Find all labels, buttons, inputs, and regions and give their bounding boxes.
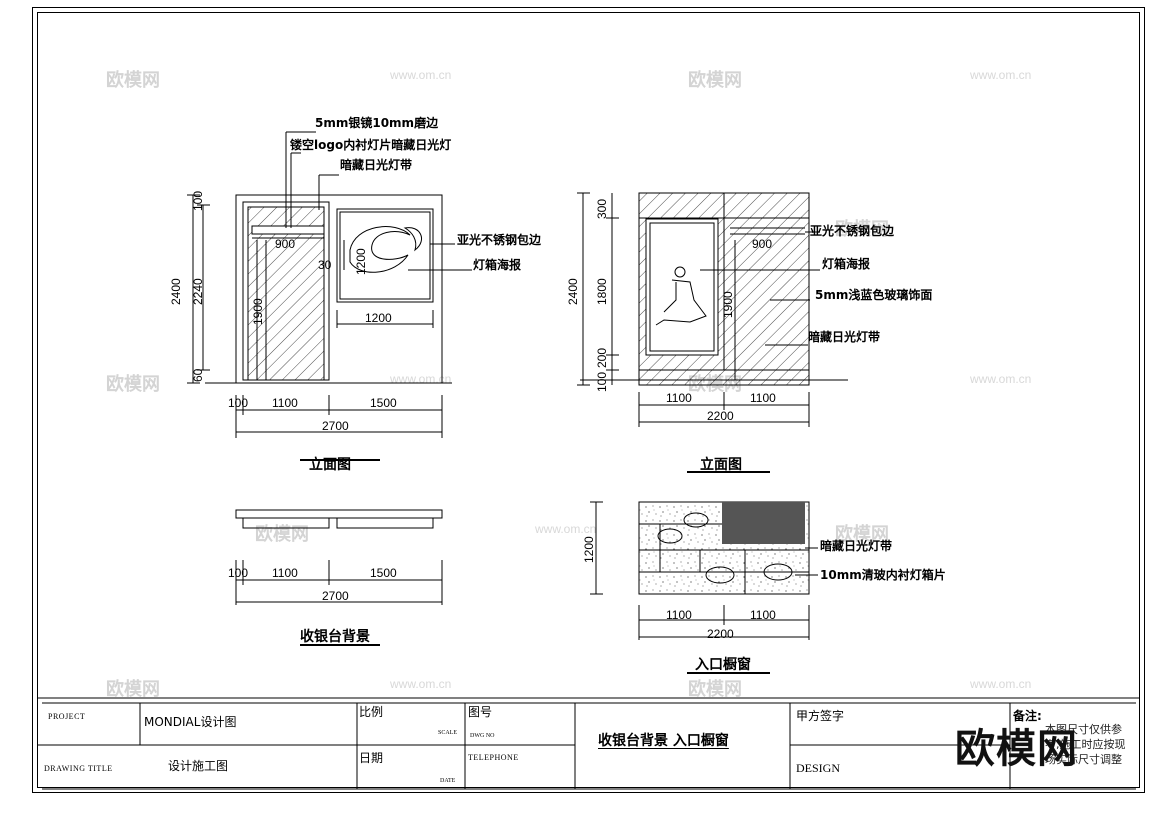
dim-1800: 1800: [595, 278, 609, 305]
dim-b1100b: 1100: [750, 391, 776, 405]
dim-b1100a: 1100: [666, 391, 692, 405]
remarks-text: 本图尺寸仅供参考,施工时应按现场实际尺寸调整: [1045, 723, 1126, 766]
dim-b1100a: 1100: [666, 608, 692, 622]
sheet-border-inner: [37, 12, 1140, 788]
dim-b1500: 1500: [370, 566, 397, 580]
dim-900: 900: [275, 237, 296, 251]
callout-mirror: 5mm银镜10mm磨边: [315, 116, 439, 130]
callout-led-strip: 暗藏日光灯带: [820, 539, 893, 553]
callout-steel-edge: 亚光不锈钢包边: [457, 233, 542, 247]
client-sign-label: 甲方签字: [796, 709, 845, 723]
scale-en: SCALE: [438, 730, 458, 736]
telephone-label: TELEPHONE: [468, 753, 519, 762]
dim-b100: 100: [228, 566, 249, 580]
watermark: 欧模网: [688, 70, 742, 91]
view-title: 收银台背景: [300, 629, 370, 645]
dwg-en: DWG NO: [470, 733, 495, 739]
dim-300: 300: [595, 198, 609, 219]
dim-b1500: 1500: [370, 396, 397, 410]
dim-b100: 100: [228, 396, 249, 410]
dim-100: 100: [595, 371, 609, 392]
callout-led-strip: 暗藏日光灯带: [808, 330, 881, 344]
sheet-title: 收银台背景 入口橱窗: [598, 733, 729, 749]
dim-100: 100: [191, 190, 205, 211]
dim-60: 60: [191, 368, 205, 382]
project-value: MONDIAL设计图: [144, 715, 237, 729]
right-plan: [590, 501, 818, 674]
watermark: 欧模网: [255, 524, 309, 545]
callout-glass-lightbox: 10mm清玻内衬灯箱片: [820, 568, 946, 582]
dim-b1100: 1100: [272, 566, 298, 580]
watermark-url: www.om.cn: [535, 522, 597, 536]
view-title: 立面图: [309, 457, 351, 473]
brand-logo: 欧模网: [955, 726, 1078, 772]
date-label: 日期: [359, 751, 384, 765]
scale-label: 比例: [359, 705, 384, 719]
view-title: 入口橱窗: [695, 657, 751, 673]
dim-1900: 1900: [721, 291, 735, 318]
dim-2400: 2400: [169, 278, 183, 305]
dim-b2700: 2700: [322, 419, 349, 433]
dim-b2200: 2200: [707, 409, 734, 423]
watermark: 欧模网: [835, 219, 889, 240]
watermark-url: www.om.cn: [390, 68, 452, 82]
view-title: 立面图: [700, 457, 742, 473]
dwg-label: 图号: [468, 705, 493, 719]
watermark: 欧模网: [835, 524, 889, 545]
left-elevation: [187, 131, 472, 461]
watermark: 欧模网: [106, 374, 160, 395]
dim-b1100: 1100: [272, 396, 298, 410]
dim-b2200: 2200: [707, 627, 734, 641]
left-plan: [235, 509, 443, 646]
dim-200: 200: [595, 347, 609, 368]
callout-steel-edge: 亚光不锈钢包边: [810, 224, 895, 238]
project-label: PROJECT: [48, 712, 86, 721]
dim-1900: 1900: [251, 298, 265, 325]
callout-logo: 镂空logo内衬灯片暗藏日光灯: [290, 138, 452, 152]
dim-1200-h: 1200: [354, 248, 368, 275]
title-block-lines: [37, 697, 1140, 790]
dim-b2700: 2700: [322, 589, 349, 603]
dim-2400: 2400: [566, 278, 580, 305]
dim-30: 30: [318, 258, 332, 272]
dim-2240: 2240: [191, 278, 205, 305]
dim-b1100b: 1100: [750, 608, 776, 622]
dim-1200-w: 1200: [365, 311, 392, 325]
sheet-border-outer: [32, 7, 1145, 793]
date-en: DATE: [440, 778, 456, 784]
drawing-title-label: DRAWING TITLE: [44, 764, 113, 773]
callout-lightbox: 灯箱海报: [473, 258, 522, 272]
watermark-url: www.om.cn: [970, 68, 1032, 82]
callout-lightbox: 灯箱海报: [822, 257, 871, 271]
watermark: 欧模网: [106, 70, 160, 91]
watermark: 欧模网: [688, 679, 742, 700]
watermark-url: www.om.cn: [970, 677, 1032, 691]
callout-glass: 5mm浅蓝色玻璃饰面: [815, 288, 933, 302]
dim-900: 900: [752, 237, 773, 251]
watermark: 欧模网: [106, 679, 160, 700]
drawing-title-value: 设计施工图: [168, 759, 229, 773]
callout-led-strip: 暗藏日光灯带: [340, 158, 413, 172]
watermark-url: www.om.cn: [390, 677, 452, 691]
design-label: DESIGN: [796, 761, 840, 775]
dim-1200: 1200: [582, 536, 596, 563]
right-elevation: [577, 192, 848, 473]
remarks-label: 备注:: [1013, 709, 1042, 723]
watermark-url: www.om.cn: [970, 372, 1032, 386]
